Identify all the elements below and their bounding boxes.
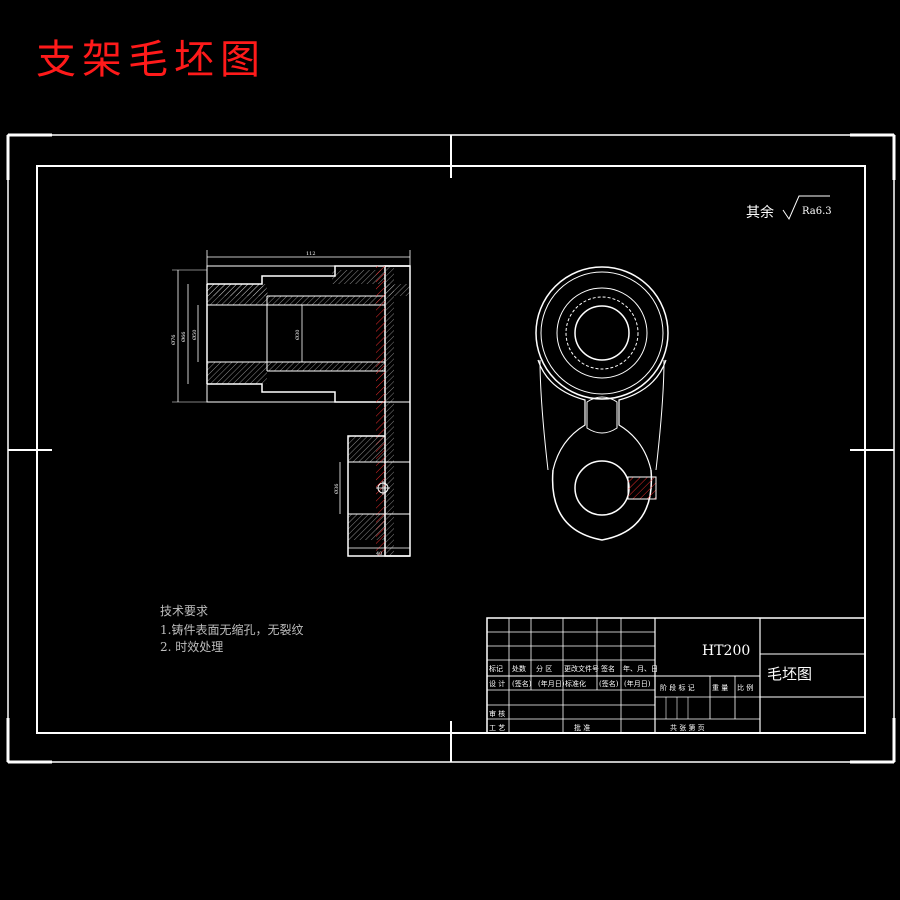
wall-hatch-bottom — [207, 362, 267, 384]
svg-text:阶 段 标 记: 阶 段 标 记 — [660, 683, 695, 692]
svg-text:审 核: 审 核 — [489, 709, 505, 718]
dim-left-outer: Ø76 — [170, 335, 177, 345]
svg-text:共 张 第 页: 共 张 第 页 — [670, 723, 705, 732]
dim-left-mid: Ø66 — [180, 332, 187, 342]
svg-text:技术要求: 技术要求 — [160, 604, 208, 618]
svg-text:(年月日): (年月日) — [624, 679, 651, 688]
part-name: 毛坯图 — [767, 665, 812, 683]
page-title: 支架毛坯图 — [36, 37, 266, 83]
surface-roughness-note: 其余 Ra6.3 — [746, 195, 832, 221]
svg-text:(年月日): (年月日) — [538, 679, 565, 688]
svg-text:(签名): (签名) — [599, 679, 619, 688]
dim-left-inner: Ø50 — [191, 330, 198, 340]
svg-text:1.铸件表面无缩孔，无裂纹: 1.铸件表面无缩孔，无裂纹 — [160, 622, 303, 637]
sheet-frame — [6, 133, 896, 764]
svg-text:Ra6.3: Ra6.3 — [802, 206, 832, 217]
svg-text:批 准: 批 准 — [574, 723, 590, 732]
dim-bore: Ø30 — [294, 330, 301, 340]
svg-text:设 计: 设 计 — [489, 679, 505, 688]
wall-hatch-top — [207, 284, 267, 305]
dim-top-length: 112 — [306, 251, 316, 257]
svg-text:2. 时效处理: 2. 时效处理 — [160, 639, 223, 654]
dim-bottom-width: 40 — [376, 551, 382, 557]
svg-text:签名: 签名 — [601, 664, 615, 673]
svg-text:更改文件号: 更改文件号 — [564, 664, 599, 673]
tech-requirements: 技术要求 1.铸件表面无缩孔，无裂纹 2. 时效处理 — [160, 604, 303, 654]
svg-text:工 艺: 工 艺 — [489, 724, 505, 732]
svg-text:标记: 标记 — [489, 664, 503, 673]
svg-text:处数: 处数 — [512, 664, 526, 673]
svg-text:其余: 其余 — [746, 204, 774, 221]
svg-text:年、月、日: 年、月、日 — [623, 664, 658, 673]
title-block: HT200 毛坯图 标记 处数 分 区 更改文件号 签名 年、月、日 设 计 (… — [486, 617, 866, 734]
svg-text:标准化: 标准化 — [565, 679, 586, 688]
front-view — [535, 266, 669, 541]
svg-text:(签名): (签名) — [512, 679, 532, 688]
svg-text:分 区: 分 区 — [536, 664, 552, 673]
dim-lower-bore: Ø36 — [333, 484, 340, 494]
material: HT200 — [702, 643, 750, 659]
svg-text:重 量: 重 量 — [712, 684, 728, 692]
section-view: 112 Ø76 Ø66 Ø50 Ø30 Ø36 40 — [170, 250, 411, 557]
svg-text:比 例: 比 例 — [737, 683, 753, 692]
